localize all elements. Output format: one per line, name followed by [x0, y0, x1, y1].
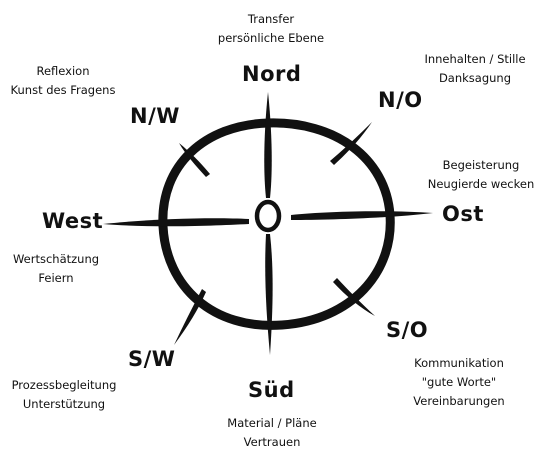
note-west-line-2: Feiern: [38, 271, 74, 285]
note-southeast-line-3: Vereinbarungen: [413, 394, 505, 408]
note-southwest-line-1: Prozessbegleitung: [11, 378, 117, 392]
note-south: Material / Pläne Vertrauen: [212, 414, 332, 452]
direction-east: Ost: [442, 202, 484, 226]
note-south-line-1: Material / Pläne: [227, 416, 317, 430]
note-southeast-line-1: Kommunikation: [414, 356, 504, 370]
note-northeast: Innehalten / Stille Danksagung: [413, 50, 537, 88]
note-east-line-2: Neugierde wecken: [427, 177, 535, 191]
note-southeast-line-2: "gute Worte": [421, 375, 497, 389]
direction-northwest: N/W: [130, 104, 180, 128]
note-southwest: Prozessbegleitung Unterstützung: [2, 376, 126, 414]
spike-northwest: [179, 143, 210, 177]
note-southwest-line-2: Unterstützung: [22, 397, 106, 411]
note-northwest-line-2: Kunst des Fragens: [10, 83, 116, 97]
note-east: Begeisterung Neugierde wecken: [424, 156, 538, 194]
spike-north: [264, 92, 272, 198]
note-northeast-line-1: Innehalten / Stille: [424, 52, 526, 66]
center-ring: [254, 199, 282, 233]
direction-south: Süd: [248, 378, 295, 402]
note-north-line-2: persönliche Ebene: [217, 31, 325, 45]
note-east-line-1: Begeisterung: [442, 158, 520, 172]
direction-southeast: S/O: [386, 318, 429, 342]
spike-east: [291, 211, 433, 220]
spike-south: [265, 234, 273, 355]
spike-northeast: [330, 122, 372, 165]
spike-west: [103, 218, 249, 227]
note-northwest-line-1: Reflexion: [36, 64, 90, 78]
note-northeast-line-2: Danksagung: [438, 71, 512, 85]
note-northwest: Reflexion Kunst des Fragens: [2, 62, 124, 100]
direction-west: West: [42, 209, 104, 233]
note-south-line-2: Vertrauen: [243, 435, 301, 449]
note-north: Transfer persönliche Ebene: [214, 10, 328, 48]
note-north-line-1: Transfer: [247, 12, 295, 26]
direction-north: Nord: [242, 62, 302, 86]
spike-southeast: [333, 278, 375, 316]
outer-circle: [158, 118, 395, 330]
note-southeast: Kommunikation "gute Worte" Vereinbarunge…: [398, 354, 520, 411]
direction-southwest: S/W: [128, 347, 176, 371]
spike-southwest: [174, 289, 206, 345]
direction-northeast: N/O: [378, 88, 423, 112]
note-west: Wertschätzung Feiern: [4, 250, 108, 288]
note-west-line-1: Wertschätzung: [12, 252, 100, 266]
